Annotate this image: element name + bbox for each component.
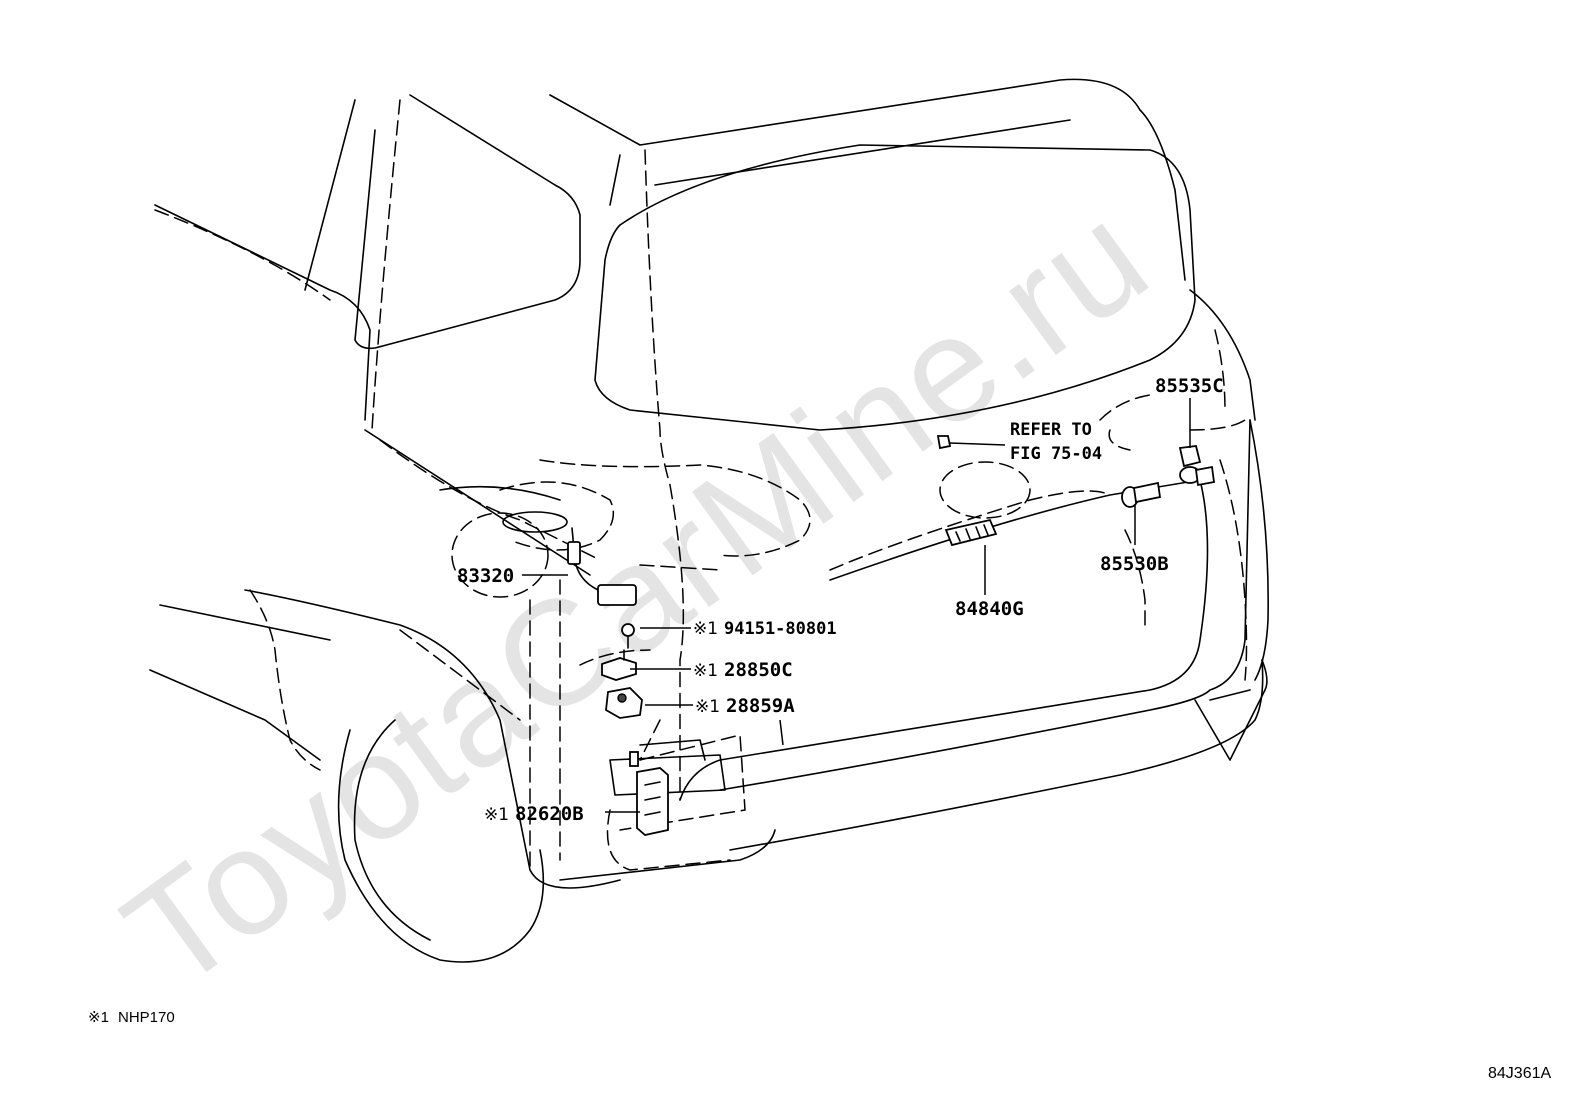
part-84840G-switch bbox=[936, 435, 1031, 547]
part-85530B-camera bbox=[1121, 481, 1162, 508]
label-85535C: 85535C bbox=[1155, 375, 1224, 397]
label-28859A: 28859A bbox=[726, 695, 795, 717]
hidden-lines bbox=[154, 99, 1248, 871]
part-94151-nut bbox=[621, 623, 635, 649]
part-28850C-relay bbox=[601, 649, 637, 681]
label-84840G: 84840G bbox=[955, 598, 1024, 620]
label-85530B: 85530B bbox=[1100, 553, 1169, 575]
part-83320-opener bbox=[451, 511, 637, 606]
mark-94151: ※1 bbox=[693, 619, 718, 639]
reference-line-2: FIG 75-04 bbox=[1010, 444, 1102, 464]
mark-28850C: ※1 bbox=[693, 661, 718, 681]
label-28850C: 28850C bbox=[724, 659, 793, 681]
label-83320: 83320 bbox=[457, 565, 514, 587]
footnote-text: NHP170 bbox=[118, 1009, 175, 1026]
part-82620B-junction-box bbox=[609, 739, 726, 836]
part-28859A-bracket bbox=[605, 687, 643, 719]
mark-28859A: ※1 bbox=[695, 697, 720, 717]
footnote-mark: ※1 bbox=[88, 1009, 109, 1026]
figure-code: 84J361A bbox=[1488, 1065, 1551, 1082]
leader-lines bbox=[522, 398, 1191, 813]
label-82620B: 82620B bbox=[515, 803, 584, 825]
label-94151-80801: 94151-80801 bbox=[724, 619, 837, 639]
car-body-outline bbox=[149, 78, 1269, 963]
mark-82620B: ※1 bbox=[484, 805, 509, 825]
part-85535C-bracket bbox=[1178, 445, 1216, 487]
reference-line-1: REFER TO bbox=[1010, 420, 1092, 440]
